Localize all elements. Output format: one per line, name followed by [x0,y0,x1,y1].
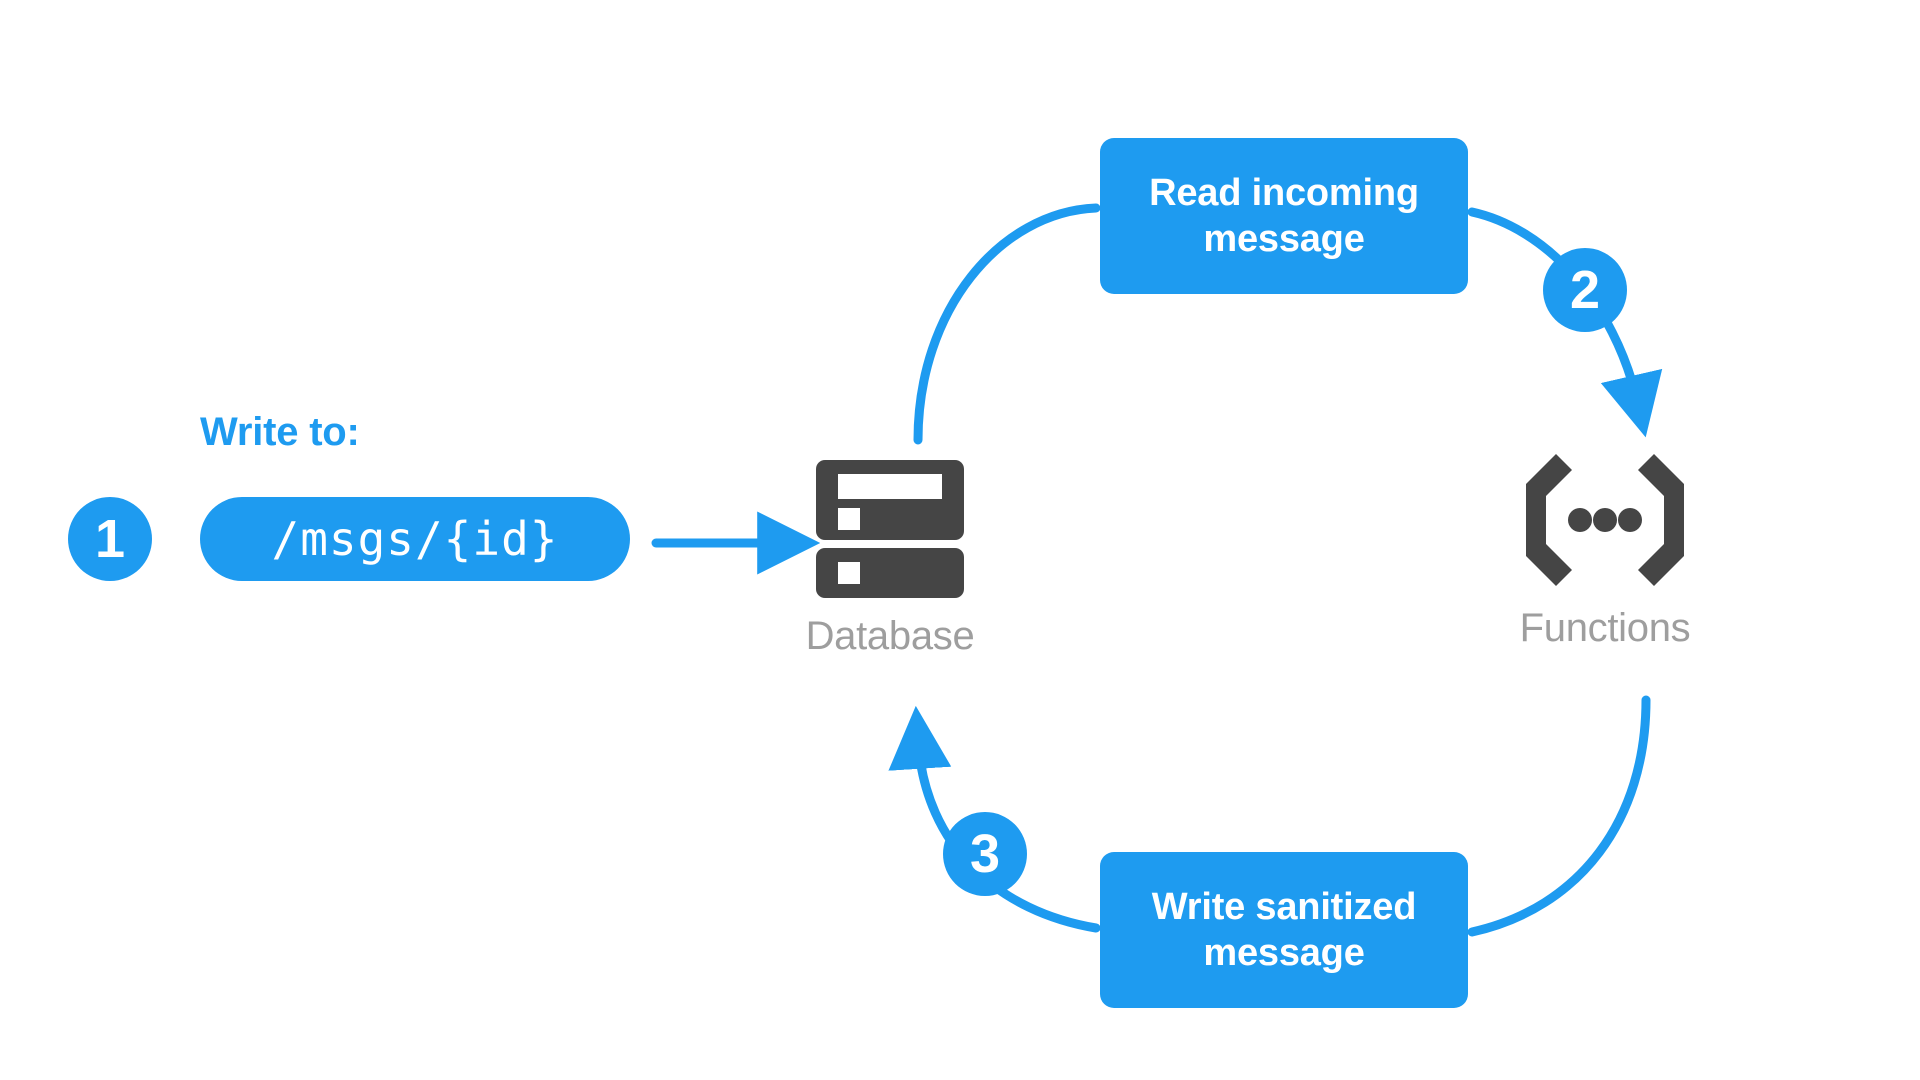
database-icon-bottom-tier [816,548,964,598]
database-icon-top-tier [816,460,964,540]
action-box-write-line1: Write sanitized [1151,885,1417,928]
write-to-label: Write to: [200,410,360,454]
database-icon [816,460,964,598]
step-badge-2: 2 [1543,248,1627,332]
step-badge-3: 3 [943,812,1027,896]
action-box-write-line2: message [1203,932,1365,974]
database-caption: Database [805,614,975,658]
action-box-read-line1: Read incoming [1149,171,1419,214]
step-badge-1: 1 [68,497,152,581]
connector-functions-to-write [1467,695,1651,937]
action-box-write-label: Write sanitized message [1118,884,1450,977]
database-icon-led-top [838,508,860,530]
functions-icon [1526,454,1684,586]
action-box-read-label: Read incoming message [1118,170,1450,263]
database-icon-bar [838,474,942,499]
database-path-pill[interactable]: /msgs/{id} [200,497,630,581]
action-box-read-line2: message [1203,218,1365,260]
action-box-read-incoming-message[interactable]: Read incoming message [1100,138,1468,294]
node-database[interactable]: Database [790,460,990,659]
node-functions[interactable]: Functions [1480,450,1730,651]
connector-database-to-read [913,203,1101,445]
database-icon-led-bottom [838,562,860,584]
functions-caption: Functions [1519,606,1691,650]
action-box-write-sanitized-message[interactable]: Write sanitized message [1100,852,1468,1008]
